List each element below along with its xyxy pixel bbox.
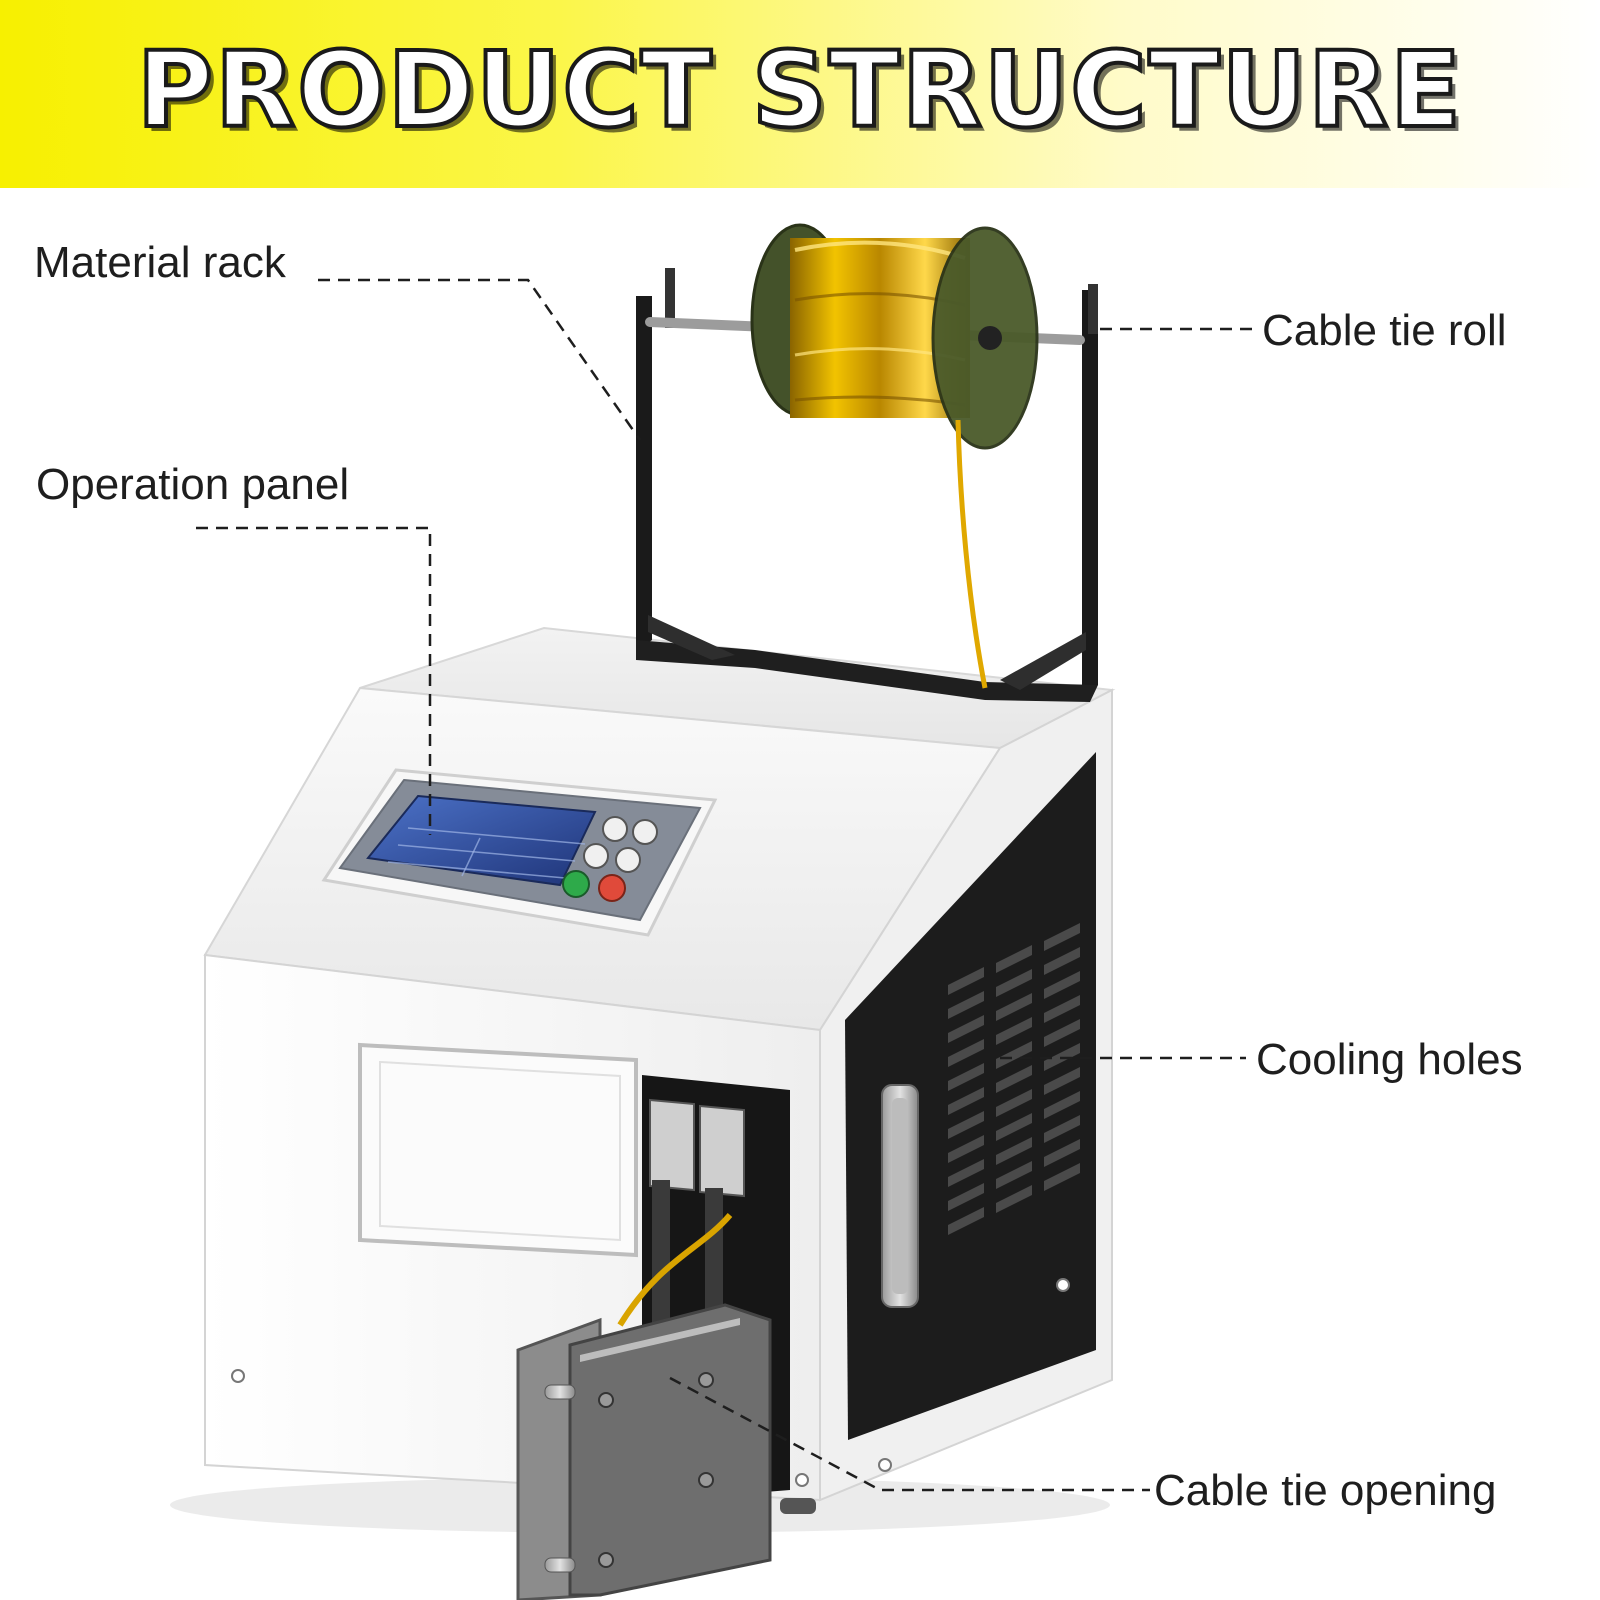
leader-material-rack bbox=[318, 278, 642, 441]
screw bbox=[598, 1392, 614, 1408]
cooling-hole bbox=[948, 1183, 984, 1211]
screw bbox=[698, 1472, 714, 1488]
cooling-hole bbox=[1044, 971, 1080, 999]
cooling-hole bbox=[996, 945, 1032, 973]
cooling-hole bbox=[996, 1137, 1032, 1165]
page-title: PRODUCT STRUCTURE bbox=[135, 28, 1464, 152]
cooling-hole bbox=[996, 1185, 1032, 1213]
tape-feed bbox=[955, 419, 988, 689]
panel-button bbox=[602, 816, 628, 842]
cooling-hole bbox=[948, 967, 984, 995]
leader-lines bbox=[196, 278, 1258, 1492]
head-plate bbox=[568, 1303, 772, 1597]
panel-button bbox=[583, 843, 609, 869]
cooling-hole bbox=[996, 1161, 1032, 1189]
cooling-hole bbox=[996, 1065, 1032, 1093]
screw bbox=[878, 1458, 892, 1472]
cooling-hole bbox=[948, 1087, 984, 1115]
cooling-hole bbox=[1044, 1091, 1080, 1119]
cooling-hole bbox=[948, 1039, 984, 1067]
start-button bbox=[562, 870, 590, 898]
label-cooling-holes: Cooling holes bbox=[1256, 1035, 1523, 1084]
title-banner bbox=[0, 0, 1600, 188]
cooling-hole bbox=[996, 993, 1032, 1021]
cooling-hole bbox=[948, 1207, 984, 1235]
tying-head bbox=[516, 1075, 790, 1600]
side-handle bbox=[881, 1084, 919, 1308]
panel-button bbox=[632, 819, 658, 845]
screw bbox=[698, 1372, 714, 1388]
cooling-hole bbox=[996, 969, 1032, 997]
cooling-hole bbox=[948, 1135, 984, 1163]
front-window bbox=[358, 1042, 638, 1258]
label-operation-panel: Operation panel bbox=[36, 460, 350, 509]
cooling-hole bbox=[948, 1111, 984, 1139]
screw bbox=[795, 1473, 809, 1487]
cooling-hole bbox=[996, 1041, 1032, 1069]
cooling-hole bbox=[996, 1017, 1032, 1045]
label-cable-tie-opening: Cable tie opening bbox=[1154, 1466, 1497, 1515]
screw bbox=[231, 1369, 245, 1383]
screw bbox=[1056, 1278, 1070, 1292]
panel-button bbox=[615, 847, 641, 873]
cooling-hole bbox=[1044, 1139, 1080, 1167]
label-material-rack: Material rack bbox=[34, 238, 286, 287]
cooling-hole bbox=[1044, 1115, 1080, 1143]
cooling-holes bbox=[948, 923, 1080, 1235]
stop-button bbox=[598, 874, 626, 902]
cooling-hole bbox=[1044, 923, 1080, 951]
cooling-hole bbox=[948, 1015, 984, 1043]
spool-hub bbox=[978, 326, 1002, 350]
label-cable-tie-roll: Cable tie roll bbox=[1262, 306, 1507, 355]
cable-tie-roll bbox=[750, 223, 1039, 689]
cooling-hole bbox=[1044, 1019, 1080, 1047]
cooling-hole bbox=[996, 1113, 1032, 1141]
lcd-screen bbox=[366, 794, 597, 887]
cooling-hole bbox=[996, 1089, 1032, 1117]
cooling-hole bbox=[1044, 1067, 1080, 1095]
screw bbox=[598, 1552, 614, 1568]
cooling-hole bbox=[948, 1159, 984, 1187]
cooling-hole bbox=[948, 1063, 984, 1091]
cooling-hole bbox=[948, 991, 984, 1019]
cooling-hole bbox=[1044, 947, 1080, 975]
cooling-hole bbox=[1044, 1163, 1080, 1191]
cooling-hole bbox=[1044, 995, 1080, 1023]
foot bbox=[780, 1498, 816, 1514]
